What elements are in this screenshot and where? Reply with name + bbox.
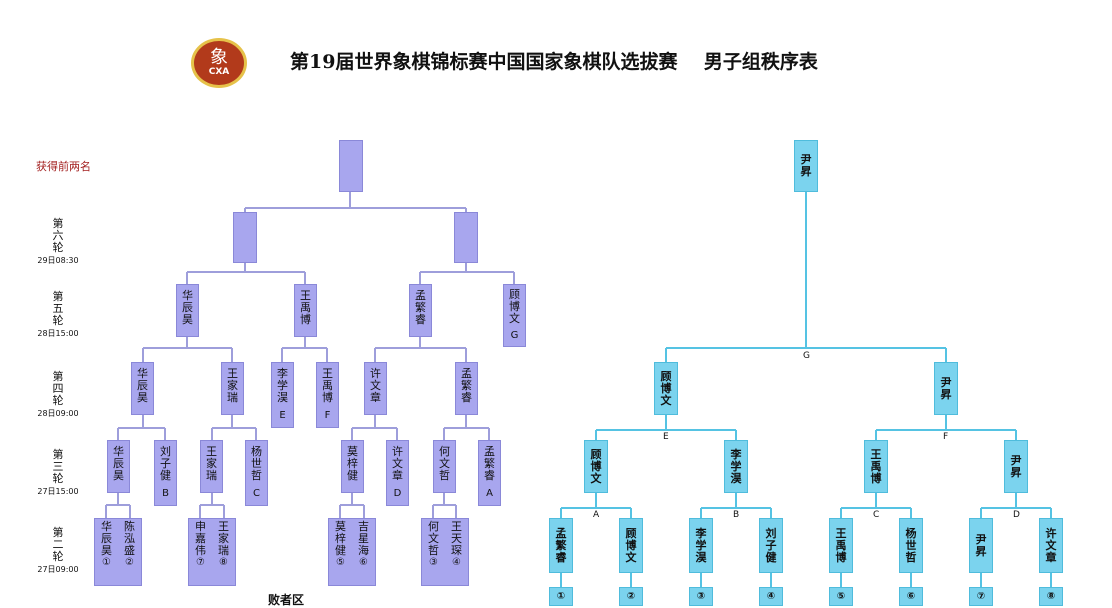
right-seed-box: ② <box>619 587 643 606</box>
right-round1-box: 王禹博 <box>829 518 853 573</box>
match-letter-e: E <box>663 432 669 442</box>
right-seed-box: ⑥ <box>899 587 923 606</box>
right-round1-box: 孟繁睿 <box>549 518 573 573</box>
left-round5-box: 华辰昊 <box>176 284 199 337</box>
page-title: 第19届世界象棋锦标赛中国国家象棋队选拔赛 男子组秩序表 <box>290 51 818 73</box>
left-bracket-lines <box>105 192 515 518</box>
right-round1-box: 李学淏 <box>689 518 713 573</box>
left-round4-box: 王家瑞 <box>221 362 244 415</box>
match-letter-d: D <box>1013 510 1020 520</box>
match-letter-b: B <box>733 510 740 520</box>
logo-glyph: 象 <box>210 47 228 68</box>
loser-zone-label: 败者区 <box>268 593 305 607</box>
right-round1-box: 杨世哲 <box>899 518 923 573</box>
right-round3-box: 顾博文 <box>654 362 678 415</box>
left-round3-box: 王家瑞 <box>200 440 223 493</box>
match-letter-f: F <box>943 432 949 442</box>
left-round5-box: 孟繁睿 <box>409 284 432 337</box>
right-seed-box: ⑤ <box>829 587 853 606</box>
left-round3-box: 华辰昊 <box>107 440 130 493</box>
match-letter-a: A <box>593 510 600 520</box>
right-seed-box: ⑦ <box>969 587 993 606</box>
top-two-note: 获得前两名 <box>36 160 91 173</box>
right-seed-box: ⑧ <box>1039 587 1063 606</box>
left-round4-box: 孟繁睿 <box>455 362 478 415</box>
match-letter-g: G <box>803 351 810 361</box>
left-round5-box: 王禹博 <box>294 284 317 337</box>
right-round2-box: 顾博文 <box>584 440 608 493</box>
right-seed-box: ① <box>549 587 573 606</box>
right-seed-box: ③ <box>689 587 713 606</box>
left-round4-box: 华辰昊 <box>131 362 154 415</box>
logo-abbr: CXA <box>208 67 230 77</box>
right-round2-box: 王禹博 <box>864 440 888 493</box>
left-round3-box: 莫梓健 <box>341 440 364 493</box>
right-round2-box: 李学淏 <box>724 440 748 493</box>
cxa-logo: 象 CXA <box>191 38 247 88</box>
right-seed-box: ④ <box>759 587 783 606</box>
left-round4-box: 许文章 <box>364 362 387 415</box>
right-round1-box: 顾博文 <box>619 518 643 573</box>
match-letter-c: C <box>873 510 880 520</box>
right-final-box: 尹昇 <box>794 140 818 192</box>
right-round1-box: 许文章 <box>1039 518 1063 573</box>
right-round3-box: 尹昇 <box>934 362 958 415</box>
left-final-box <box>339 140 363 192</box>
left-round3-box: 何文哲 <box>433 440 456 493</box>
left-round6-box <box>454 212 478 263</box>
right-round2-box: 尹昇 <box>1004 440 1028 493</box>
left-round6-box <box>233 212 257 263</box>
right-round1-box: 尹昇 <box>969 518 993 573</box>
right-round1-box: 刘子健 <box>759 518 783 573</box>
